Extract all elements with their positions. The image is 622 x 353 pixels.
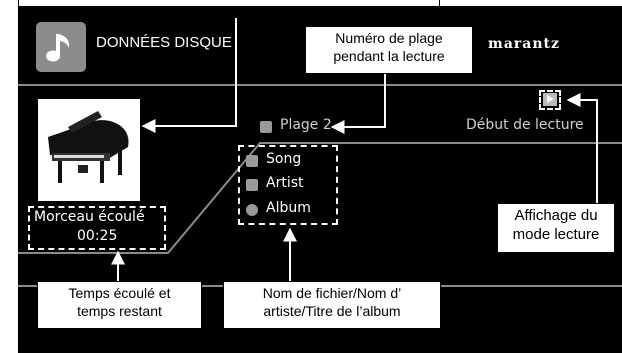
play-mode-highlight	[539, 90, 561, 110]
elapsed-time: 00:25	[77, 228, 118, 244]
callout-names-line1: Nom de fichier/Nom d’	[262, 285, 402, 301]
callout-track-number: Numéro de plage pendant la lecture	[305, 26, 473, 74]
artist-icon	[246, 179, 258, 191]
grand-piano-image	[48, 111, 129, 183]
song-icon	[246, 155, 258, 167]
callout-track-number-line1: Numéro de plage	[335, 30, 443, 46]
elapsed-time-highlight	[28, 206, 166, 250]
brand-logo: marantz	[488, 36, 560, 52]
metadata-highlight	[238, 145, 338, 225]
song-label: Song	[266, 151, 302, 167]
album-label: Album	[266, 200, 311, 216]
track-icon	[260, 121, 272, 133]
artist-label: Artist	[266, 175, 304, 191]
callout-play-mode-line1: Affichage du	[514, 207, 598, 224]
music-note-icon	[36, 22, 86, 72]
elapsed-label: Morceau écoulé	[34, 209, 145, 225]
track-label: Plage 2	[280, 117, 332, 133]
callout-time-line1: Temps écoulé et	[68, 285, 171, 301]
play-mode-icon	[543, 93, 557, 106]
callout-track-number-line2: pendant la lecture	[333, 47, 445, 64]
callout-names-line2: artiste/Titre de l’album	[263, 302, 401, 319]
callout-time: Temps écoulé et temps restant	[37, 281, 202, 329]
callout-play-mode: Affichage du mode lecture	[497, 203, 615, 253]
callout-play-mode-line2: mode lecture	[512, 225, 600, 243]
album-art	[38, 99, 140, 201]
callout-names: Nom de fichier/Nom d’ artiste/Titre de l…	[223, 281, 441, 329]
album-icon	[246, 204, 258, 216]
callout-time-line2: temps restant	[77, 302, 162, 319]
play-mode-text: Début de lecture	[466, 117, 584, 133]
